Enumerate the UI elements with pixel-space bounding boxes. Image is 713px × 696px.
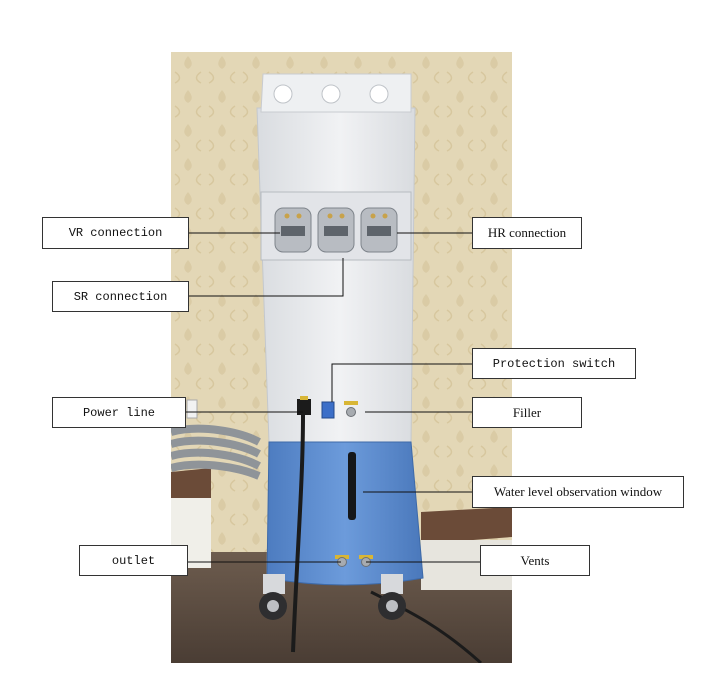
label-power-line: Power line: [52, 397, 186, 428]
label-hr-connection: HR connection: [472, 217, 582, 249]
wheels: [259, 574, 406, 620]
machine-photo: [171, 52, 512, 663]
label-outlet: outlet: [79, 545, 188, 576]
protection-switch-hardware: [321, 401, 335, 419]
label-vents: Vents: [480, 545, 590, 576]
label-water-level-window: Water level observation window: [472, 476, 684, 508]
label-protection-switch: Protection switch: [472, 348, 636, 379]
water-level-window-hardware: [348, 452, 356, 520]
label-filler: Filler: [472, 397, 582, 428]
label-vr-connection: VR connection: [42, 217, 189, 249]
cabinet: [256, 73, 424, 586]
connector-panels: [274, 207, 398, 253]
coiled-hoses: [171, 399, 261, 480]
label-sr-connection: SR connection: [52, 281, 189, 312]
filler-port-hardware: [344, 401, 358, 417]
